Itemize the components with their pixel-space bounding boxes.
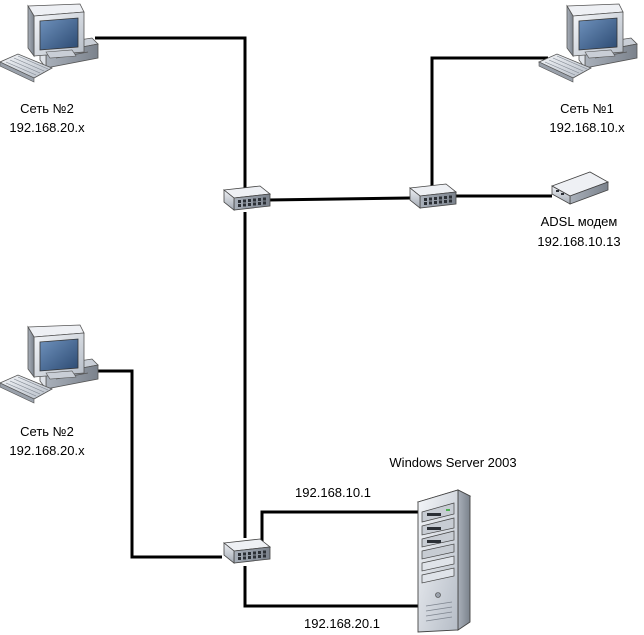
server-title: Windows Server 2003 xyxy=(389,455,516,470)
network-switch-icon xyxy=(223,538,271,564)
network-address: 192.168.20.x xyxy=(9,443,85,458)
modem-label: ADSL модем xyxy=(541,214,618,229)
adsl-modem-icon xyxy=(551,171,609,205)
link-pc-top-right-to-hub xyxy=(430,56,548,188)
network-label: Сеть №2 xyxy=(20,424,74,439)
network-switch-icon xyxy=(223,185,271,211)
tower-server-icon xyxy=(416,489,472,633)
desktop-computer-icon xyxy=(538,3,638,83)
connections xyxy=(95,36,552,608)
desktop-computer-icon xyxy=(0,3,99,83)
network-label: Сеть №2 xyxy=(20,101,74,116)
server-lan1-address: 192.168.10.1 xyxy=(295,485,371,500)
desktop-computer-icon xyxy=(0,324,99,404)
network-address: 192.168.20.x xyxy=(9,120,85,135)
link-hub-to-server-lan2 xyxy=(243,566,418,608)
link-hub-to-server-lan1 xyxy=(260,510,418,546)
link-pc-top-left-to-hub xyxy=(95,36,247,190)
network-switch-icon xyxy=(409,183,457,209)
network-label: Сеть №1 xyxy=(560,101,614,116)
link-hub-to-hub xyxy=(267,196,411,202)
server-lan2-address: 192.168.20.1 xyxy=(304,616,380,631)
modem-address: 192.168.10.13 xyxy=(537,234,620,249)
network-address: 192.168.10.x xyxy=(549,120,625,135)
link-pc-bottom-left-to-hub xyxy=(96,369,222,559)
